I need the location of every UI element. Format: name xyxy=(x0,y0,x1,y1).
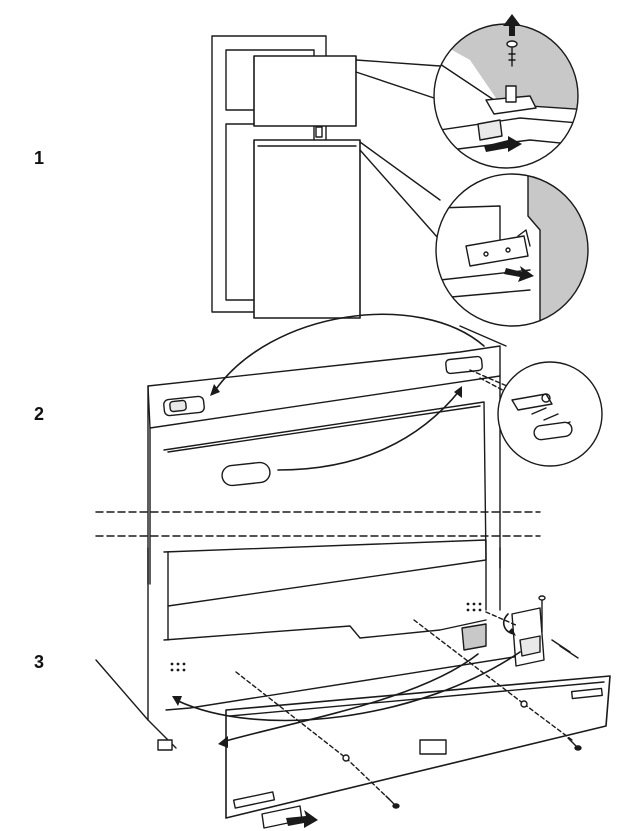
step-2-label: 2 xyxy=(34,404,45,424)
arrow-right-icon xyxy=(286,810,318,828)
arrow-right-icon xyxy=(484,136,522,152)
step-3-fridge-bottom xyxy=(95,539,521,751)
step-1-label: 1 xyxy=(34,148,45,168)
arrow-right-icon xyxy=(504,266,534,282)
step-3-kickplate xyxy=(225,619,611,829)
step-3-arrows xyxy=(172,651,521,748)
step-3-label: 3 xyxy=(34,652,45,672)
step-2-freezer-door xyxy=(147,313,541,607)
arrow-up-icon xyxy=(503,14,521,36)
step-2-detail xyxy=(497,361,603,467)
step-1-detail-top xyxy=(433,14,579,169)
step-1-detail-bottom xyxy=(435,173,589,327)
step-1-fridge xyxy=(211,35,441,319)
screw-icon xyxy=(385,737,582,809)
hinge-icon xyxy=(511,393,553,411)
handle-icon xyxy=(533,421,573,441)
